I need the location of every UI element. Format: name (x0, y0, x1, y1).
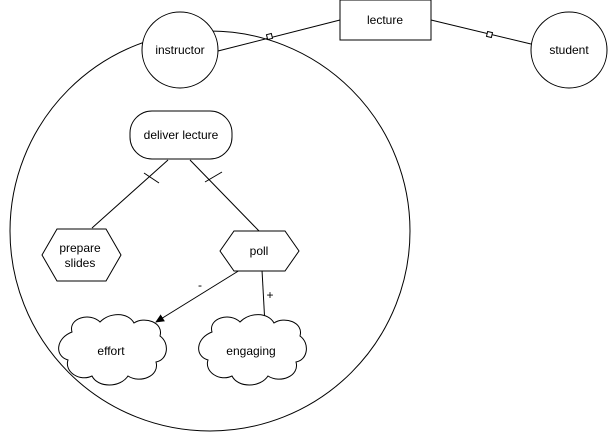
effort-label: effort (97, 344, 125, 358)
decomposition-link-poll (189, 159, 261, 233)
prepare-slides-task[interactable] (41, 228, 122, 282)
decomposition-tick-prepare-slides (143, 172, 160, 184)
poll-task[interactable] (219, 230, 300, 272)
contribution-link-poll-effort (155, 269, 241, 323)
contribution-label-engaging: + (266, 288, 273, 302)
dependency-link-lecture-student (430, 19, 532, 45)
student-actor[interactable] (530, 11, 608, 89)
engaging-label: engaging (226, 344, 275, 358)
effort-softgoal[interactable] (58, 314, 167, 386)
engaging-softgoal[interactable] (198, 314, 307, 386)
prepare-slides-label-line1: prepare (59, 241, 101, 255)
decomposition-tick-poll (204, 171, 223, 183)
lecture-label: lecture (367, 13, 403, 27)
deliver-lecture-label: deliver lecture (144, 128, 219, 142)
decomposition-link-prepare-slides (91, 159, 169, 229)
prepare-slides-label-line2: slides (65, 256, 96, 270)
dependency-marker-student (485, 30, 494, 39)
contribution-label-effort: - (198, 278, 202, 292)
lecture-resource[interactable] (339, 0, 432, 41)
instructor-actor[interactable] (141, 11, 219, 89)
deliver-lecture-task[interactable] (129, 110, 233, 160)
student-label: student (549, 43, 589, 57)
poll-label: poll (250, 244, 269, 258)
dependency-marker-instructor (265, 32, 274, 41)
dependency-link-instructor-lecture (217, 19, 341, 52)
instructor-label: instructor (155, 43, 204, 57)
